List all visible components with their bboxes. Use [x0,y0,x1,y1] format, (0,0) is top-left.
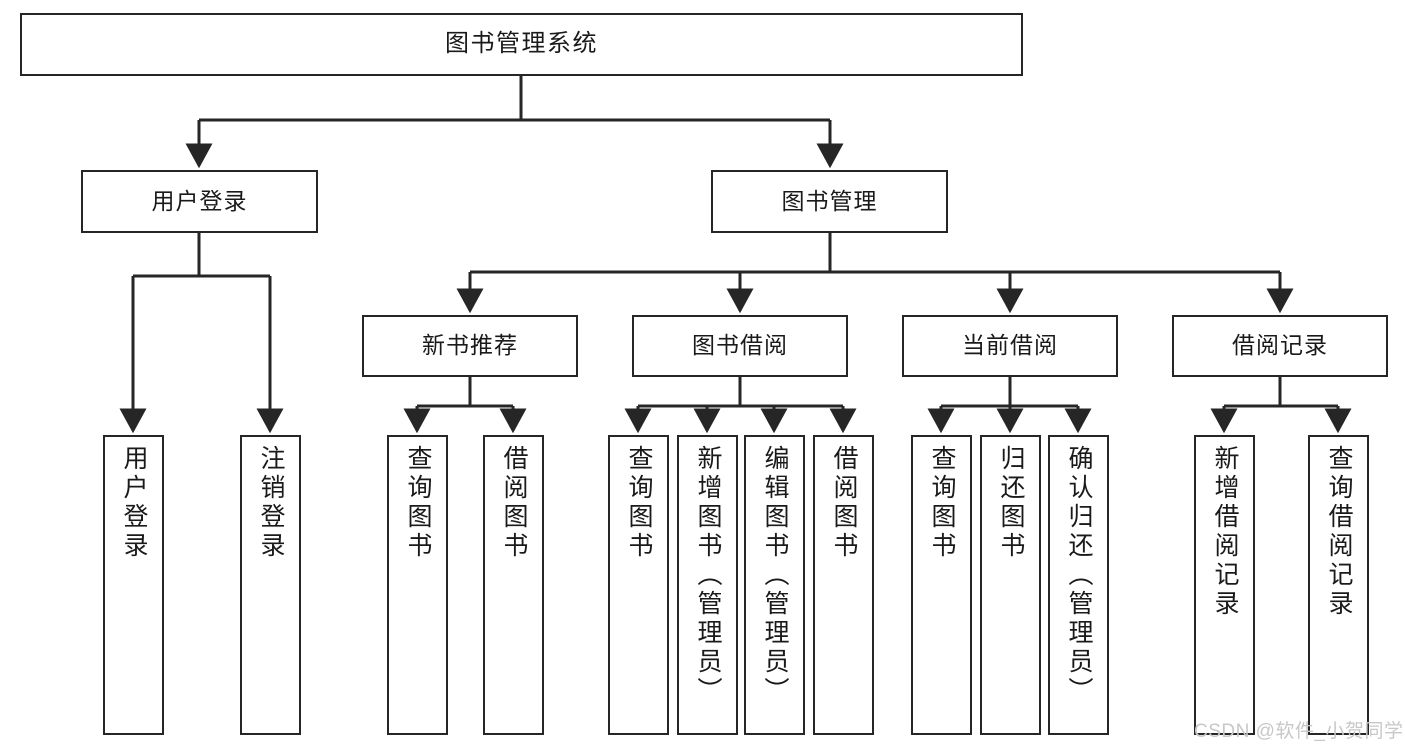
node-label: 当前借阅 [962,332,1058,359]
node-label: 图书管理 [781,187,878,214]
node-book-management-system[interactable]: 图书管理系统 [20,13,1023,76]
node-book-borrow[interactable]: 图书借阅 [632,315,848,377]
node-user-login[interactable]: 用户登录 [81,170,318,233]
node-label: 用户登录 [151,187,248,214]
node-label: 借阅图书 [830,445,858,561]
node-leaf-query-borrow-record[interactable]: 查询借阅记录 [1308,435,1369,735]
node-leaf-add-book[interactable]: 新增图书（管理员） [677,435,738,735]
node-leaf-borrow-book-2[interactable]: 借阅图书 [813,435,874,735]
node-current-borrow[interactable]: 当前借阅 [902,315,1118,377]
node-leaf-user-login[interactable]: 用户登录 [103,435,164,735]
node-label: 注销登录 [257,445,285,561]
node-leaf-query-book-3[interactable]: 查询图书 [911,435,972,735]
node-leaf-query-book-2[interactable]: 查询图书 [608,435,669,735]
node-leaf-query-book-1[interactable]: 查询图书 [387,435,448,735]
node-leaf-add-borrow-record[interactable]: 新增借阅记录 [1194,435,1255,735]
node-label: 图书借阅 [692,332,788,359]
node-label: 查询图书 [928,445,956,561]
watermark-text: CSDN @软件_小贺同学 [1194,721,1404,742]
node-label: 图书管理系统 [445,30,598,58]
node-book-management[interactable]: 图书管理 [711,170,948,233]
node-label: 编辑图书（管理员） [761,445,789,706]
node-label: 新书推荐 [422,332,518,359]
node-leaf-edit-book[interactable]: 编辑图书（管理员） [744,435,805,735]
node-label: 查询图书 [625,445,653,561]
node-label: 借阅图书 [500,445,528,561]
node-label: 新增图书（管理员） [694,445,722,706]
node-leaf-confirm-return[interactable]: 确认归还（管理员） [1048,435,1109,735]
node-label: 归还图书 [997,445,1025,561]
node-label: 新增借阅记录 [1211,445,1239,619]
node-leaf-borrow-book-1[interactable]: 借阅图书 [483,435,544,735]
node-new-book-recommend[interactable]: 新书推荐 [362,315,578,377]
node-label: 查询借阅记录 [1325,445,1353,619]
node-label: 用户登录 [120,445,148,561]
node-leaf-return-book[interactable]: 归还图书 [980,435,1041,735]
node-borrow-record[interactable]: 借阅记录 [1172,315,1388,377]
node-label: 查询图书 [404,445,432,561]
node-label: 借阅记录 [1232,332,1328,359]
node-leaf-logout-login[interactable]: 注销登录 [240,435,301,735]
node-label: 确认归还（管理员） [1065,445,1093,706]
